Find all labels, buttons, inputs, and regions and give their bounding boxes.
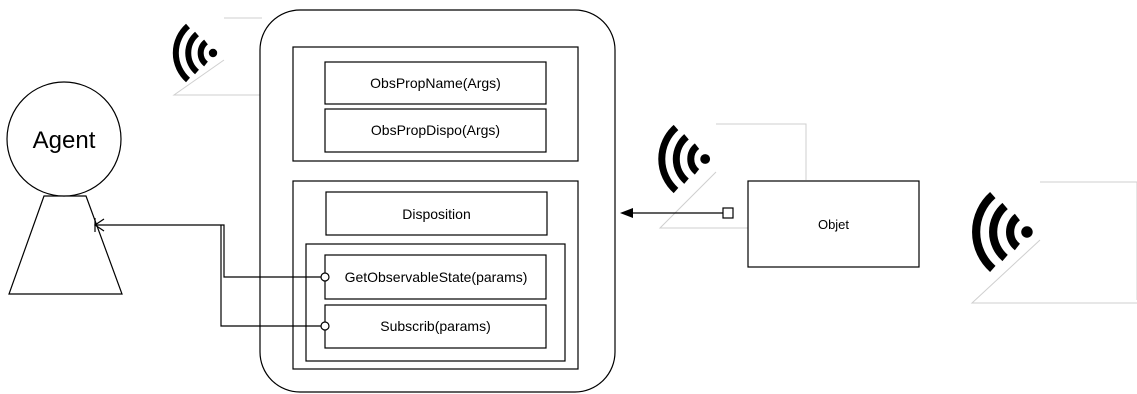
agent-node: Agent: [6, 81, 123, 295]
object-to-artifact-connector: [620, 207, 734, 219]
object-label: Objet: [818, 217, 849, 232]
object-box: [747, 180, 920, 268]
wifi-signal-icon: [970, 181, 1137, 304]
agent-label: Agent: [33, 127, 96, 154]
wifi-signal-icon: [660, 123, 807, 229]
disposition-label: Disposition: [402, 206, 470, 222]
port-circle: [320, 272, 330, 282]
port-square: [722, 207, 734, 219]
get-observable-state-label: GetObservableState(params): [345, 269, 528, 285]
obs-prop-dispo-label: ObsPropDispo(Args): [371, 122, 500, 138]
get-observable-state-box: [324, 254, 547, 300]
arrowhead: [620, 208, 633, 218]
operation-to-agent-connector: [93, 218, 330, 331]
subscrib-label: Subscrib(params): [380, 318, 490, 334]
wifi-signal-icon: [172, 17, 262, 96]
obs-prop-name-label: ObsPropName(Args): [370, 75, 501, 91]
obs-prop-name-box: [324, 61, 547, 105]
obs-prop-dispo-box: [324, 108, 547, 153]
port-circle: [320, 321, 330, 331]
subscrib-box: [324, 304, 547, 349]
agent-head: [6, 81, 122, 197]
disposition-box: [325, 191, 548, 236]
agent-body: [8, 195, 123, 295]
